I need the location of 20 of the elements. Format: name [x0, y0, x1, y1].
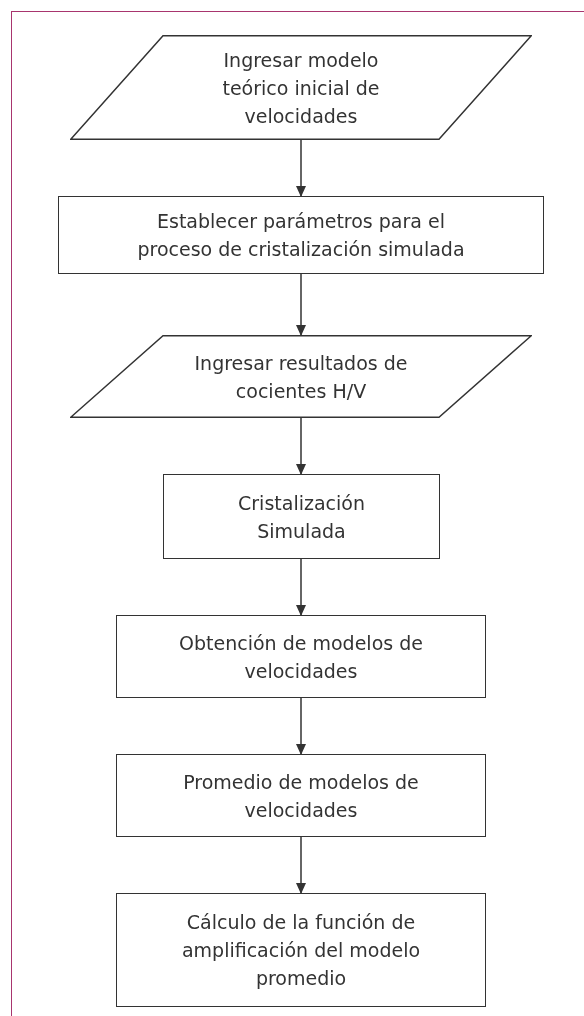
- arrow: [296, 558, 306, 616]
- input-parallelogram: [70, 335, 532, 418]
- node-text: Ingresar modelo teórico inicial de velocidades: [221, 47, 381, 129]
- arrow: [296, 417, 306, 475]
- process-box: [163, 474, 440, 559]
- node-text: Cálculo de la función de amplificación del modelo promedio: [180, 910, 422, 991]
- node-text: Obtención de modelos de velocidades: [178, 630, 424, 684]
- node-text: Cristalización Simulada: [237, 490, 366, 544]
- arrow: [296, 836, 306, 894]
- process-box: [116, 754, 486, 837]
- input-parallelogram: [70, 35, 532, 140]
- arrow: [296, 697, 306, 755]
- node-text: Establecer parámetros para el proceso de cristalización simulada: [136, 209, 466, 262]
- node-text: Ingresar resultados de cocientes H/V: [193, 350, 409, 404]
- node-text: Promedio de modelos de velocidades: [182, 769, 420, 823]
- process-box: [116, 615, 486, 698]
- arrow: [296, 273, 306, 336]
- process-box: [58, 196, 544, 274]
- process-box: [116, 893, 486, 1007]
- arrow: [296, 139, 306, 197]
